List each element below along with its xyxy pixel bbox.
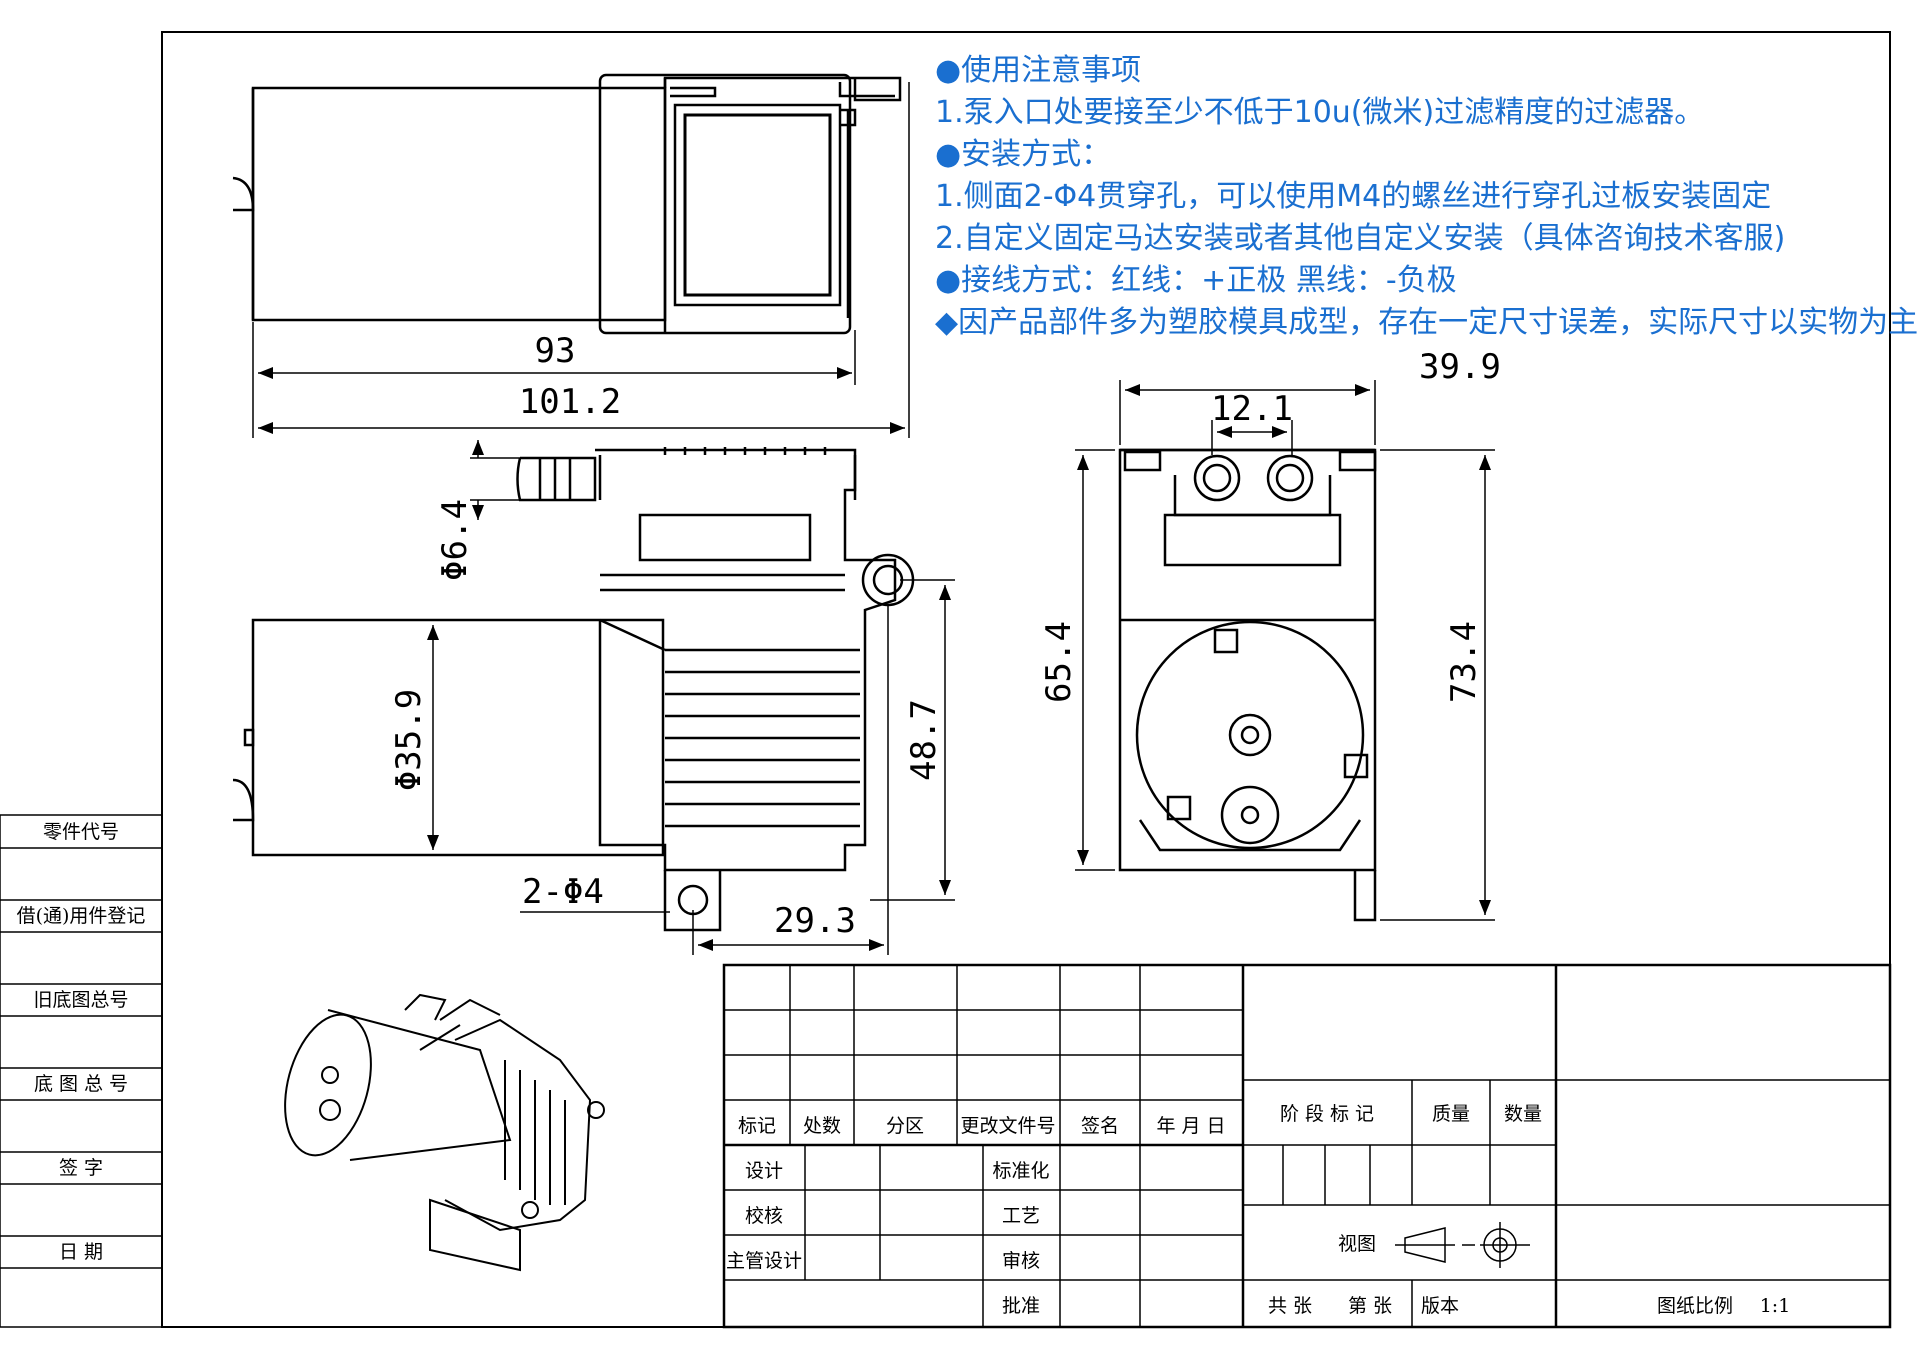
tb-scale-label: 图纸比例 bbox=[1657, 1295, 1733, 1317]
title-block-grid bbox=[722, 963, 1892, 1329]
note-install-2: 2.自定义固定马达安装或者其他自定义安装（具体咨询技术客服) bbox=[935, 221, 1785, 256]
projection-symbol-icon bbox=[1395, 1222, 1530, 1268]
tb-standardize: 标准化 bbox=[992, 1160, 1049, 1182]
dim-48-7: 48.7 bbox=[904, 699, 944, 781]
note-wiring: ●接线方式：红线：+正极 黑线：-负极 bbox=[935, 263, 1457, 298]
dim-39-9: 39.9 bbox=[1419, 347, 1501, 387]
tb-ymd: 年 月 日 bbox=[1156, 1115, 1225, 1137]
dim-93-line bbox=[252, 82, 910, 438]
dim-65-4: 65.4 bbox=[1039, 621, 1079, 703]
dim-phi6-4: Φ6.4 bbox=[435, 499, 475, 581]
dim-29-3: 29.3 bbox=[774, 901, 856, 941]
side-sign: 签 字 bbox=[59, 1157, 103, 1179]
dim-phi35-9: Φ35.9 bbox=[389, 689, 429, 791]
side-part-code: 零件代号 bbox=[43, 821, 119, 843]
side-borrow: 借(通)用件登记 bbox=[17, 905, 146, 927]
side-table bbox=[0, 814, 163, 1328]
tb-zone: 分区 bbox=[886, 1115, 924, 1137]
tb-chief: 主管设计 bbox=[726, 1250, 802, 1272]
tb-qty: 数量 bbox=[1504, 1103, 1542, 1125]
tb-signature: 签名 bbox=[1081, 1115, 1119, 1137]
tb-mass: 质量 bbox=[1432, 1103, 1470, 1125]
tb-sheet: 第 张 bbox=[1348, 1295, 1392, 1317]
dim-73-4: 73.4 bbox=[1444, 621, 1484, 703]
note-filter: 1.泵入口处要接至少不低于10u(微米)过滤精度的过滤器。 bbox=[935, 95, 1704, 130]
side-old-base: 旧底图总号 bbox=[33, 989, 128, 1011]
tb-stage: 阶 段 标 记 bbox=[1280, 1103, 1374, 1125]
side-view bbox=[1118, 448, 1377, 922]
tb-design: 设计 bbox=[745, 1160, 783, 1182]
side-base: 底 图 总 号 bbox=[34, 1073, 128, 1095]
tb-scale-value: 1:1 bbox=[1760, 1295, 1791, 1317]
front-dim-lines bbox=[427, 440, 955, 955]
tb-approve: 批准 bbox=[1002, 1295, 1040, 1317]
tb-count: 处数 bbox=[803, 1115, 841, 1137]
tb-mark: 标记 bbox=[738, 1115, 776, 1137]
dim-101-2: 101.2 bbox=[519, 382, 621, 422]
note-title: ●使用注意事项 bbox=[935, 53, 1141, 88]
tb-process: 工艺 bbox=[1002, 1205, 1040, 1227]
tb-version: 版本 bbox=[1421, 1295, 1459, 1317]
note-tolerance: ◆因产品部件多为塑胶模具成型，存在一定尺寸误差，实际尺寸以实物为主 bbox=[935, 305, 1918, 340]
isometric-view bbox=[284, 993, 605, 1272]
tb-view: 视图 bbox=[1338, 1233, 1376, 1255]
dim-12-1: 12.1 bbox=[1211, 389, 1293, 429]
tb-change-doc: 更改文件号 bbox=[960, 1115, 1055, 1137]
side-date: 日 期 bbox=[59, 1241, 103, 1263]
tb-check: 校核 bbox=[745, 1205, 783, 1227]
top-view bbox=[232, 73, 902, 335]
tb-review: 审核 bbox=[1002, 1250, 1040, 1272]
front-view bbox=[232, 447, 915, 932]
note-install-1: 1.侧面2-Φ4贯穿孔，可以使用M4的螺丝进行穿孔过板安装固定 bbox=[935, 179, 1771, 214]
dim-93: 93 bbox=[535, 331, 576, 371]
dim-2-phi4: 2-Φ4 bbox=[522, 872, 604, 912]
note-install-title: ●安装方式： bbox=[935, 137, 1111, 172]
tb-total: 共 张 bbox=[1268, 1295, 1312, 1317]
side-dim-lines bbox=[1075, 380, 1495, 921]
